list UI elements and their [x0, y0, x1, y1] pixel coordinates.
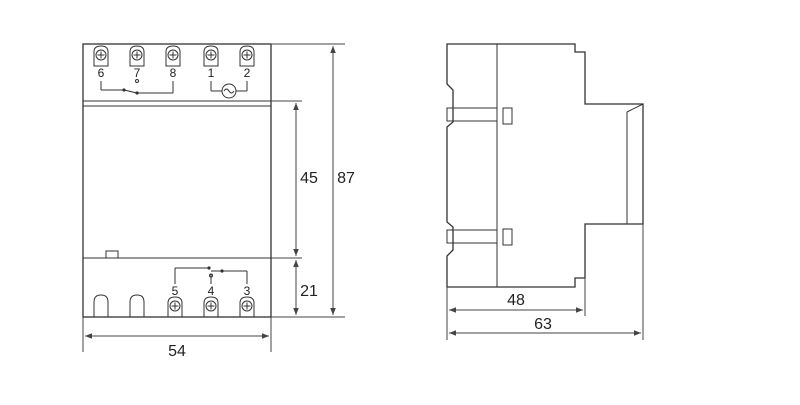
terminal-2 — [239, 45, 255, 67]
dim-label-21: 21 — [300, 283, 318, 300]
terminal-label-6: 6 — [98, 66, 105, 80]
terminal-1 — [203, 45, 219, 67]
empty-slot-1 — [93, 294, 109, 317]
lower-latch — [502, 228, 513, 246]
terminal-label-3: 3 — [244, 284, 251, 298]
top-terminal-row — [93, 45, 255, 67]
front-body — [82, 105, 272, 259]
dim-label-63: 63 — [534, 316, 552, 333]
terminal-label-7: 7 — [134, 66, 141, 80]
front-view: 6 7 8 1 2 — [82, 43, 355, 360]
terminal-6 — [93, 45, 109, 67]
side-outline — [446, 43, 644, 288]
dim-label-48: 48 — [507, 292, 525, 309]
terminal-label-4: 4 — [208, 284, 215, 298]
empty-slot-2 — [129, 294, 145, 317]
upper-latch — [502, 107, 513, 125]
dim-label-45: 45 — [300, 170, 318, 187]
clip-tab — [105, 250, 119, 259]
dim-label-87: 87 — [337, 170, 355, 187]
terminal-7 — [129, 45, 145, 67]
terminal-label-2: 2 — [244, 66, 251, 80]
ac-supply-symbol — [210, 81, 248, 99]
terminal-label-1: 1 — [208, 66, 215, 80]
terminal-3 — [239, 296, 255, 317]
side-view: 48 63 — [446, 43, 644, 340]
contact-symbol-top — [100, 79, 174, 95]
terminal-5 — [167, 296, 183, 317]
terminal-8 — [165, 45, 181, 67]
upper-clip — [446, 107, 498, 122]
dim-label-54: 54 — [168, 343, 186, 360]
front-outline — [82, 43, 272, 318]
lower-clip — [446, 229, 498, 244]
terminal-label-5: 5 — [172, 284, 179, 298]
contact-symbol-bottom — [174, 266, 248, 284]
terminal-4 — [203, 296, 219, 317]
terminal-label-8: 8 — [170, 66, 177, 80]
front-panel-bevel — [626, 103, 644, 113]
